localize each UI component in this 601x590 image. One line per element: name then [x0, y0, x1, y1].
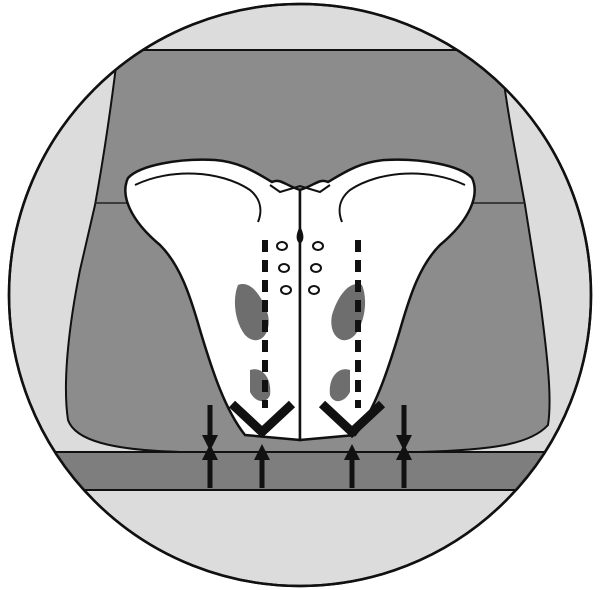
- seat-surface: [0, 452, 601, 490]
